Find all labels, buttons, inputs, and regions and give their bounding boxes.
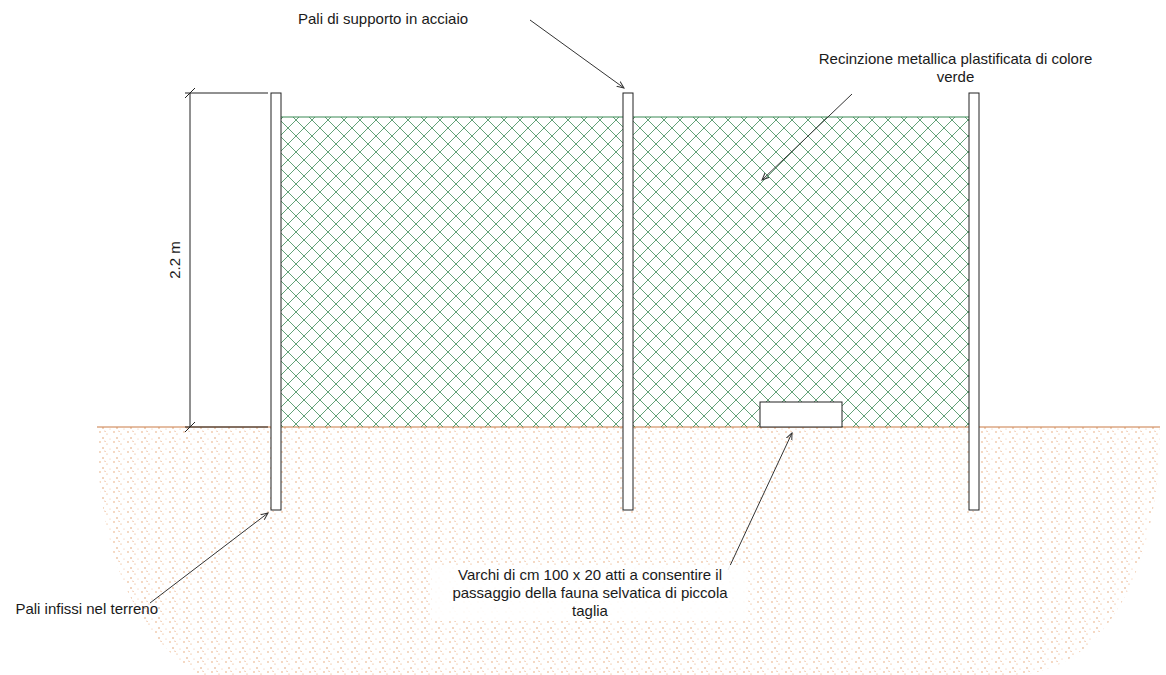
wildlife-gap: [760, 402, 842, 427]
leader-lines: [150, 20, 852, 603]
steel-post: [271, 93, 281, 510]
mesh-label: Recinzione metallica plastificata di col…: [818, 50, 1093, 86]
post-label: Pali di supporto in acciaio: [298, 10, 538, 28]
gap-label: Varchi di cm 100 x 20 atti a consentire …: [432, 565, 748, 621]
post-base-label: Pali infissi nel terreno: [8, 600, 158, 618]
dimension-label: 2.2 m: [166, 241, 184, 279]
dimension: [185, 88, 268, 432]
steel-post: [623, 93, 633, 510]
steel-post: [969, 93, 979, 510]
